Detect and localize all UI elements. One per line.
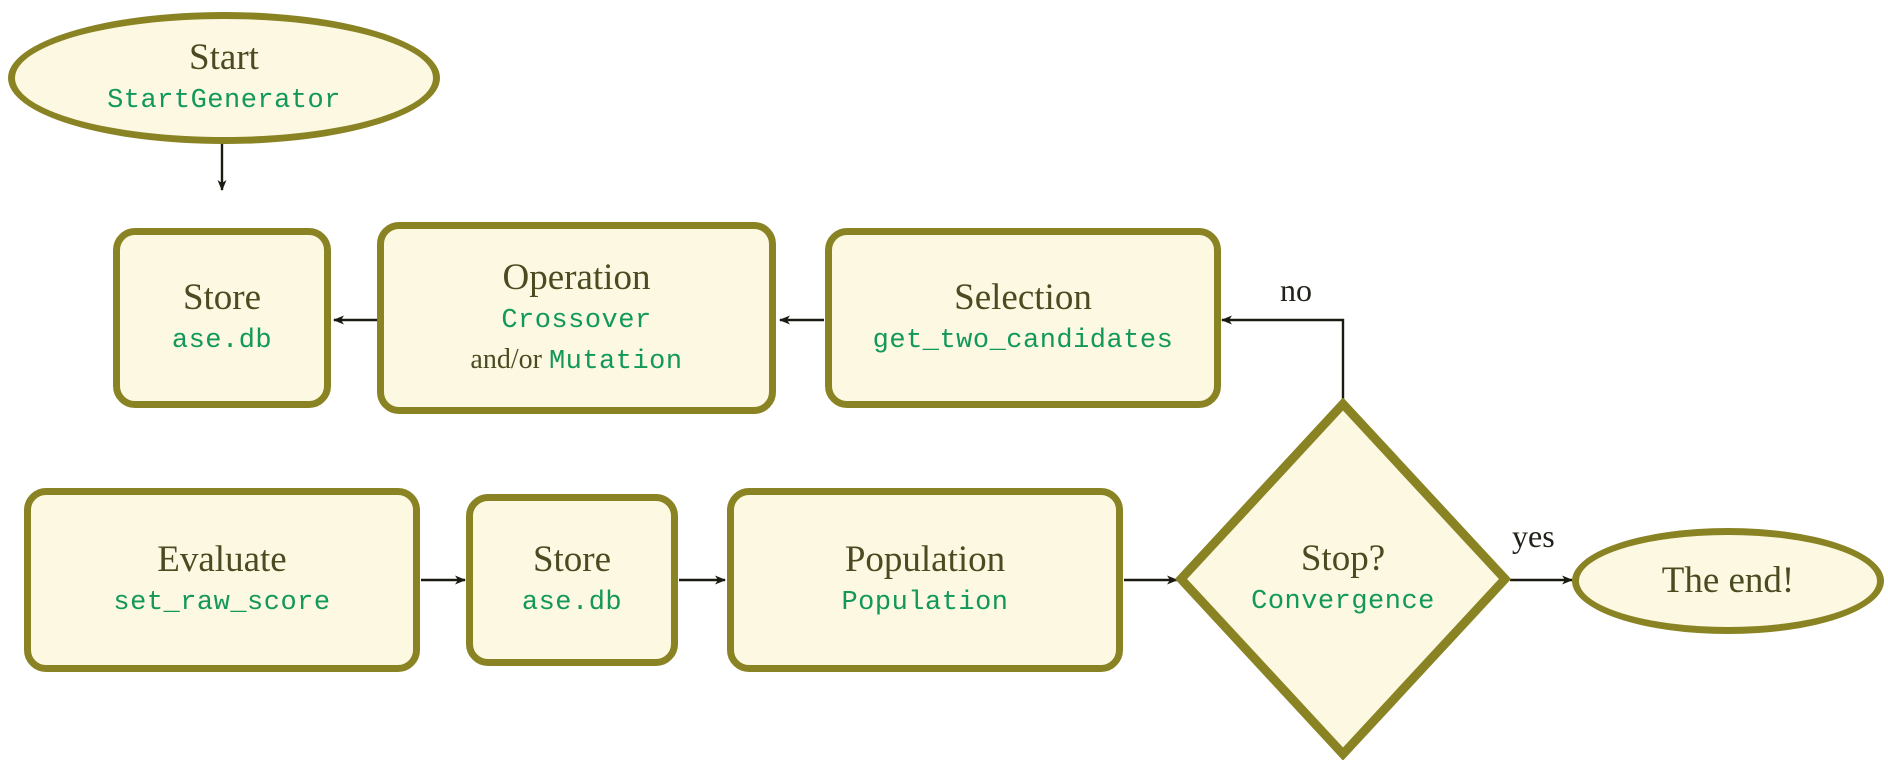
edge-label-no: no	[1280, 272, 1312, 308]
node-selection-title: Selection	[954, 276, 1092, 318]
node-operation-title: Operation	[502, 257, 651, 299]
node-population[interactable]: Population Population	[727, 488, 1123, 672]
node-evaluate[interactable]: Evaluate set_raw_score	[24, 488, 420, 672]
node-operation-extra-code: Mutation	[548, 346, 683, 377]
node-selection-code: get_two_candidates	[872, 325, 1174, 356]
node-operation-code: Crossover	[501, 306, 652, 337]
node-end[interactable]: The end!	[1572, 528, 1884, 634]
node-store-top[interactable]: Store ase.db	[113, 228, 331, 408]
node-store-bottom-code: ase.db	[521, 587, 623, 618]
node-start-title: Start	[189, 36, 259, 78]
node-evaluate-title: Evaluate	[157, 538, 287, 580]
node-store-top-code: ase.db	[171, 325, 273, 356]
node-operation-extra-prefix: and/or	[470, 343, 549, 375]
node-start-code: StartGenerator	[107, 85, 341, 116]
node-stop-title: Stop?	[1300, 537, 1386, 579]
node-operation-extra: and/or Mutation	[470, 344, 682, 377]
node-store-top-title: Store	[182, 276, 262, 318]
node-store-bottom-title: Store	[532, 538, 612, 580]
node-evaluate-code: set_raw_score	[113, 587, 331, 618]
node-population-title: Population	[844, 538, 1006, 580]
node-store-bottom[interactable]: Store ase.db	[466, 494, 678, 666]
node-operation[interactable]: Operation Crossover and/or Mutation	[377, 222, 776, 414]
edge-label-yes: yes	[1512, 518, 1555, 554]
node-start[interactable]: Start StartGenerator	[8, 12, 440, 144]
node-selection[interactable]: Selection get_two_candidates	[825, 228, 1221, 408]
node-population-code: Population	[841, 587, 1009, 618]
node-end-title: The end!	[1661, 559, 1795, 601]
edge-stop-to-selection	[1221, 315, 1345, 400]
node-stop-code: Convergence	[1251, 586, 1435, 617]
node-stop[interactable]: Stop? Convergence	[1175, 398, 1511, 760]
